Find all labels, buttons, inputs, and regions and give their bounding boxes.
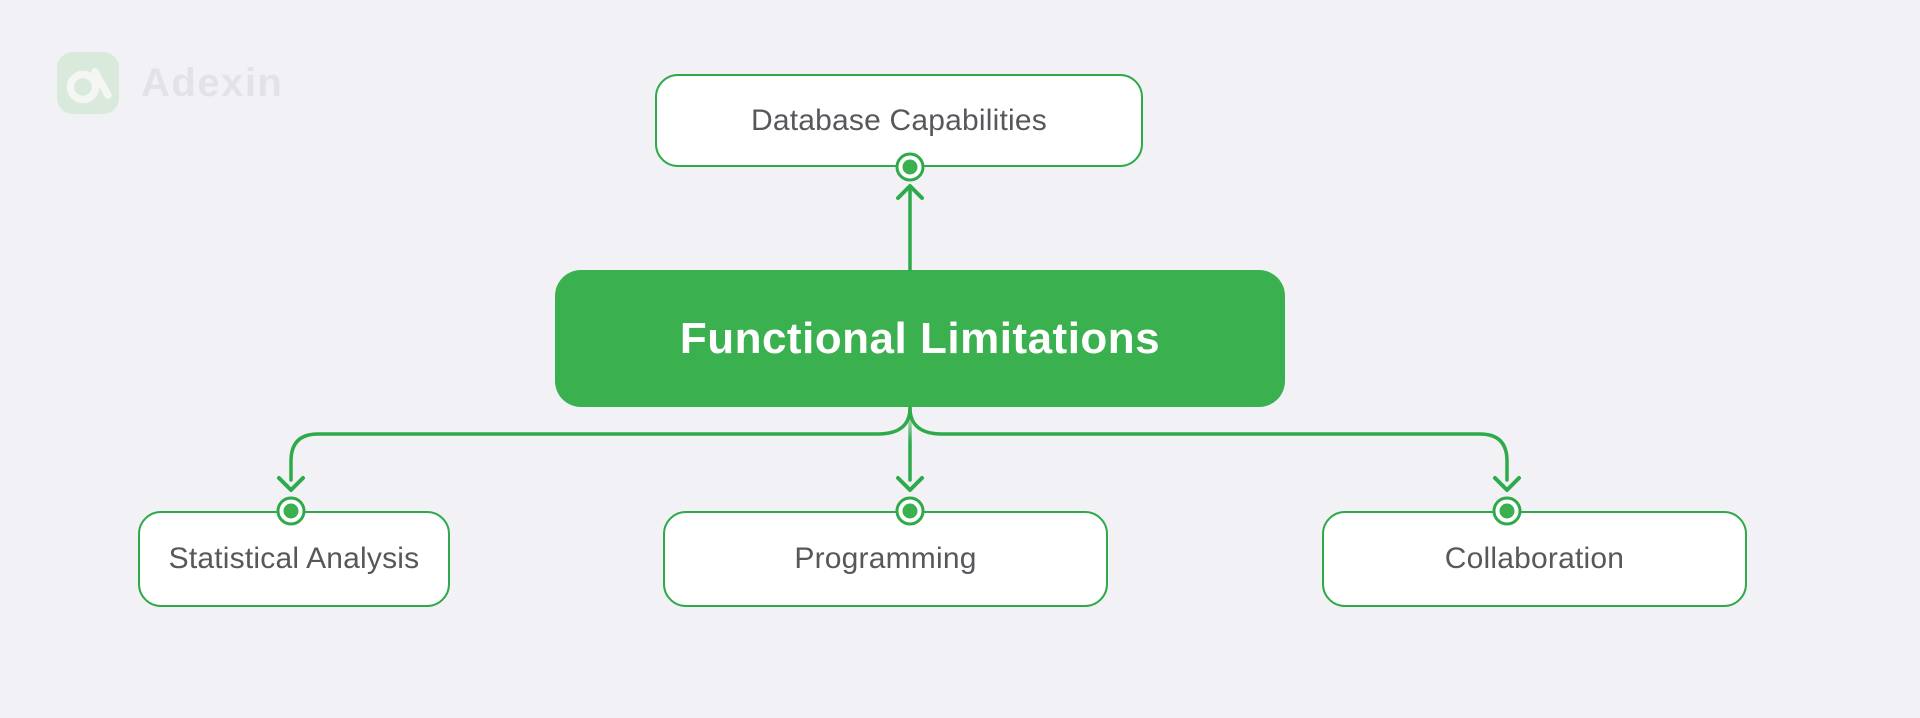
brand-watermark: Adexin	[57, 52, 283, 114]
node-label: Collaboration	[1444, 542, 1625, 575]
node-statistical-analysis: Statistical Analysis	[138, 511, 450, 607]
adexin-logo-icon	[57, 52, 119, 114]
arrow-up-icon	[896, 184, 924, 200]
brand-name: Adexin	[141, 60, 284, 105]
node-collaboration: Collaboration	[1322, 511, 1747, 607]
node-label: Statistical Analysis	[168, 542, 420, 575]
arrow-down-icon	[1493, 476, 1521, 492]
node-programming: Programming	[663, 511, 1108, 607]
arrow-down-icon	[277, 476, 305, 492]
node-functional-limitations: Functional Limitations	[555, 270, 1285, 407]
arrow-down-icon	[896, 476, 924, 492]
node-label: Programming	[794, 542, 977, 575]
root-node-label: Functional Limitations	[679, 313, 1161, 363]
node-database-capabilities: Database Capabilities	[655, 74, 1143, 167]
edge-root-to-statistical-analysis	[289, 406, 912, 482]
edge-root-to-collaboration	[908, 406, 1509, 482]
node-label: Database Capabilities	[750, 103, 1048, 137]
